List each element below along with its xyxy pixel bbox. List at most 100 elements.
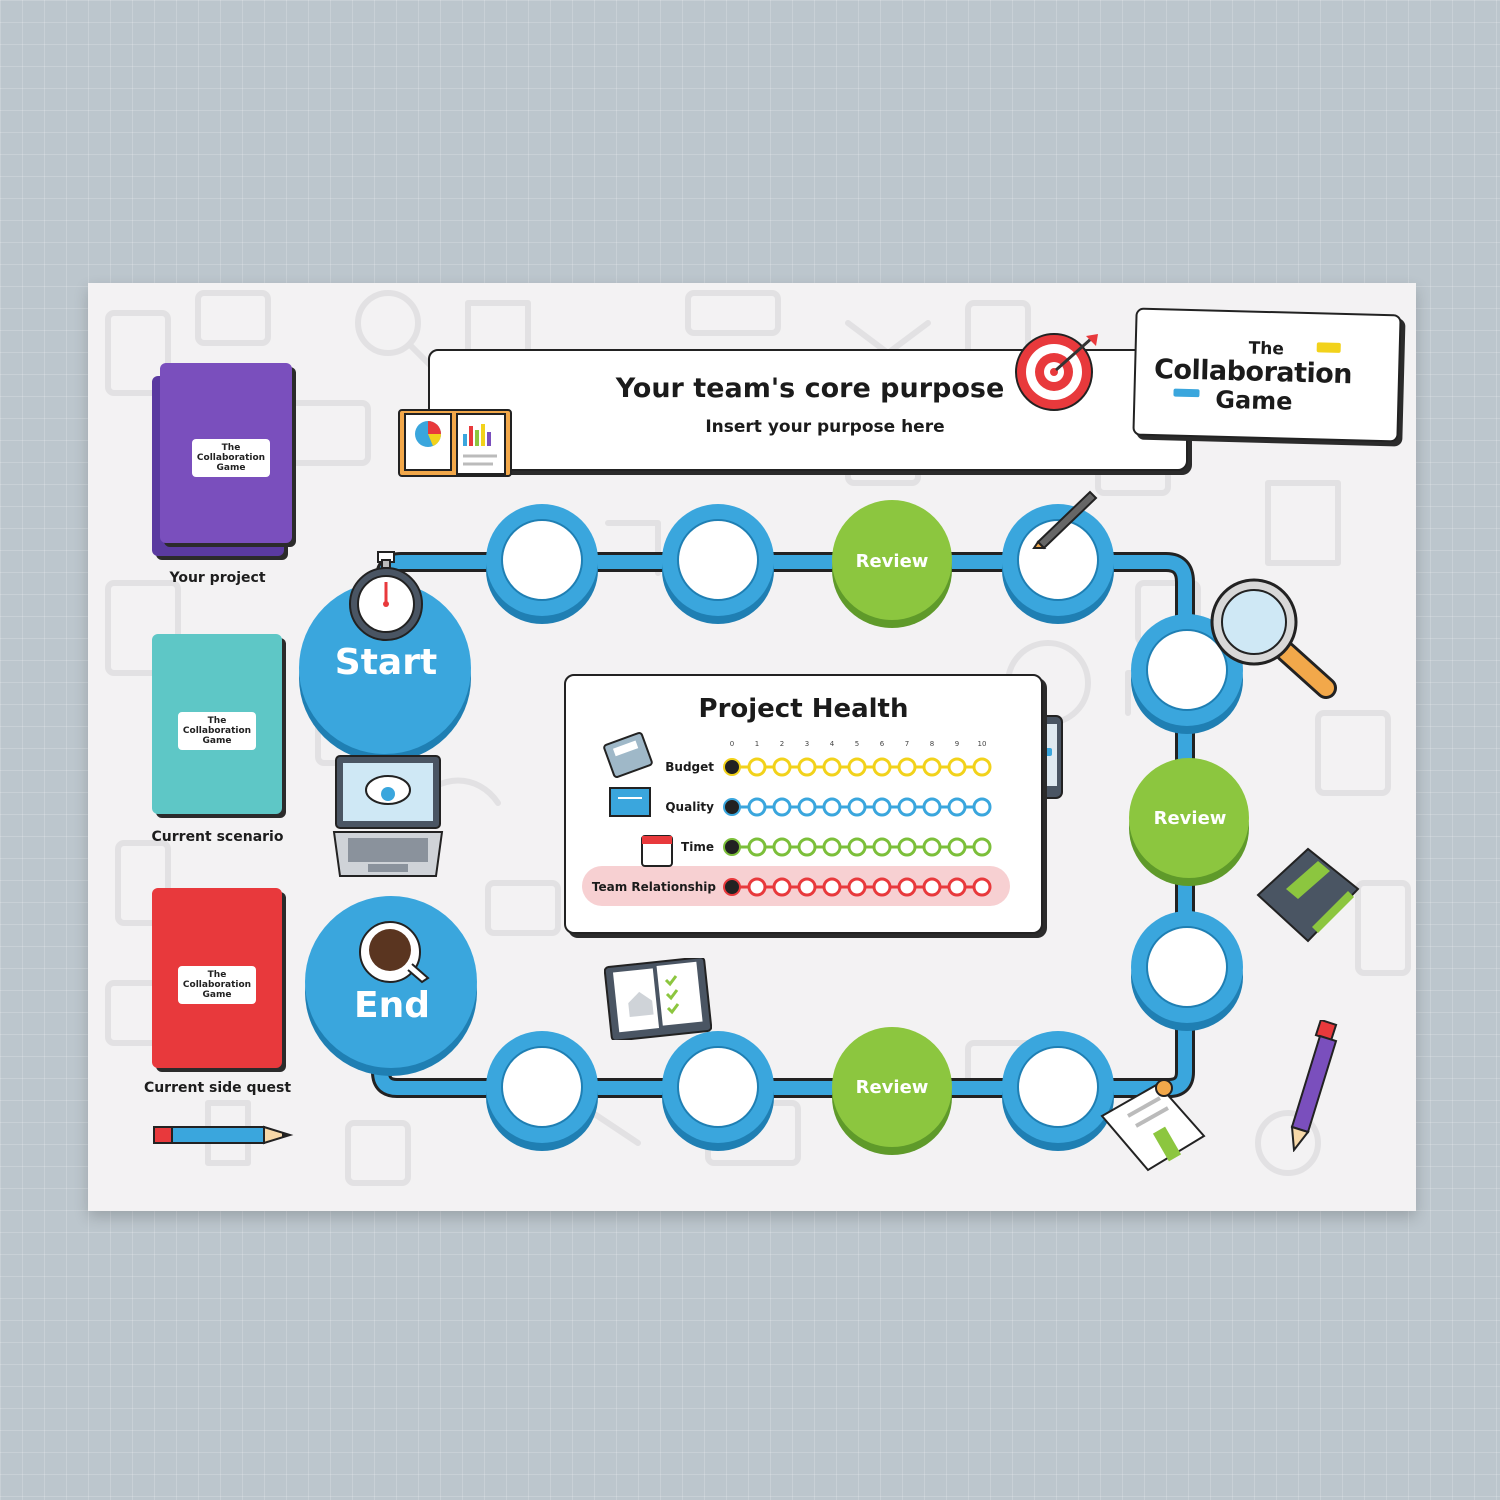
health-slot[interactable]	[847, 797, 867, 817]
health-slot[interactable]	[972, 837, 992, 857]
health-slot[interactable]	[772, 757, 792, 777]
health-slot[interactable]	[922, 837, 942, 857]
health-slot[interactable]	[897, 757, 917, 777]
health-slot[interactable]	[747, 757, 767, 777]
health-slot[interactable]	[822, 797, 842, 817]
health-meter-team-relationship	[723, 877, 992, 897]
health-slot[interactable]	[872, 837, 892, 857]
health-slot[interactable]	[772, 797, 792, 817]
review-space-top[interactable]	[832, 500, 952, 628]
health-slot[interactable]	[822, 837, 842, 857]
health-slot[interactable]	[747, 877, 767, 897]
health-slot[interactable]	[972, 757, 992, 777]
space-top-2[interactable]	[662, 504, 774, 624]
health-tick: 7	[904, 740, 910, 748]
review-space-bottom[interactable]	[832, 1027, 952, 1155]
report-folder-icon	[398, 409, 512, 477]
health-slot[interactable]	[922, 877, 942, 897]
health-slot[interactable]	[797, 757, 817, 777]
blueprint-icon	[609, 787, 651, 817]
checklist-notebook-icon	[604, 958, 712, 1040]
scenario-card-label: Current scenario	[151, 829, 284, 845]
health-meter-time	[723, 837, 992, 857]
start-space[interactable]	[299, 582, 471, 762]
health-slot[interactable]	[872, 797, 892, 817]
space-bottom-4[interactable]	[486, 1031, 598, 1151]
laptop-icon	[332, 755, 444, 877]
health-slot[interactable]	[872, 757, 892, 777]
health-meters	[582, 732, 1010, 906]
health-slot[interactable]	[947, 757, 967, 777]
health-slot[interactable]	[747, 837, 767, 857]
health-marker[interactable]	[723, 878, 741, 896]
space-right-3[interactable]	[1131, 911, 1243, 1031]
purpose-title: Your team's core purpose	[615, 373, 1005, 404]
coffee-cup-icon	[359, 921, 430, 984]
health-slot[interactable]	[947, 877, 967, 897]
health-tick: 10	[977, 740, 987, 748]
health-slot[interactable]	[972, 877, 992, 897]
review-label-right: Review	[1153, 808, 1227, 829]
health-slot[interactable]	[797, 837, 817, 857]
space-top-1[interactable]	[486, 504, 598, 624]
health-marker[interactable]	[723, 798, 741, 816]
health-meter-quality	[723, 797, 992, 817]
health-slot[interactable]	[847, 757, 867, 777]
team-relationship-label: Team Relationship	[591, 880, 716, 894]
review-space-right[interactable]	[1129, 758, 1249, 886]
health-slot[interactable]	[872, 877, 892, 897]
health-slot[interactable]	[772, 837, 792, 857]
health-slot[interactable]	[897, 877, 917, 897]
end-label: End	[354, 985, 430, 1026]
stopwatch-icon	[349, 551, 423, 641]
health-slot[interactable]	[847, 877, 867, 897]
health-tick: 5	[854, 740, 860, 748]
health-tick: 0	[729, 740, 735, 748]
health-slot[interactable]	[772, 877, 792, 897]
calculator-icon	[603, 732, 653, 778]
health-slot[interactable]	[847, 837, 867, 857]
health-marker[interactable]	[723, 838, 741, 856]
health-tick: 9	[954, 740, 960, 748]
budget-label: Budget	[665, 760, 714, 774]
health-tick: 6	[879, 740, 885, 748]
project-health-title: Project Health	[698, 694, 909, 724]
health-tick: 4	[829, 740, 835, 748]
side-quest-card-label: Current side quest	[143, 1080, 292, 1096]
health-slot[interactable]	[922, 797, 942, 817]
purpose-input[interactable]: Insert your purpose here	[705, 417, 945, 437]
health-slot[interactable]	[897, 837, 917, 857]
health-slot[interactable]	[822, 757, 842, 777]
health-meter-budget	[723, 757, 992, 777]
health-slot[interactable]	[797, 797, 817, 817]
start-label: Start	[334, 642, 438, 683]
health-slot[interactable]	[922, 757, 942, 777]
health-tick: 3	[804, 740, 810, 748]
quality-label: Quality	[665, 800, 714, 814]
purple-pencil-icon	[1290, 1020, 1338, 1152]
health-slot[interactable]	[947, 797, 967, 817]
health-slot[interactable]	[747, 797, 767, 817]
notebook-icon	[1256, 847, 1360, 943]
health-slot[interactable]	[822, 877, 842, 897]
health-slot[interactable]	[897, 797, 917, 817]
space-top-4[interactable]	[1002, 504, 1114, 624]
health-slot[interactable]	[947, 837, 967, 857]
health-marker[interactable]	[723, 758, 741, 776]
target-icon	[1015, 333, 1098, 411]
space-right-1[interactable]	[1131, 614, 1243, 734]
calendar-icon	[641, 835, 673, 867]
health-slot[interactable]	[797, 877, 817, 897]
space-bottom-1[interactable]	[1002, 1031, 1114, 1151]
health-slot[interactable]	[972, 797, 992, 817]
health-tick: 2	[779, 740, 785, 748]
space-bottom-3[interactable]	[662, 1031, 774, 1151]
